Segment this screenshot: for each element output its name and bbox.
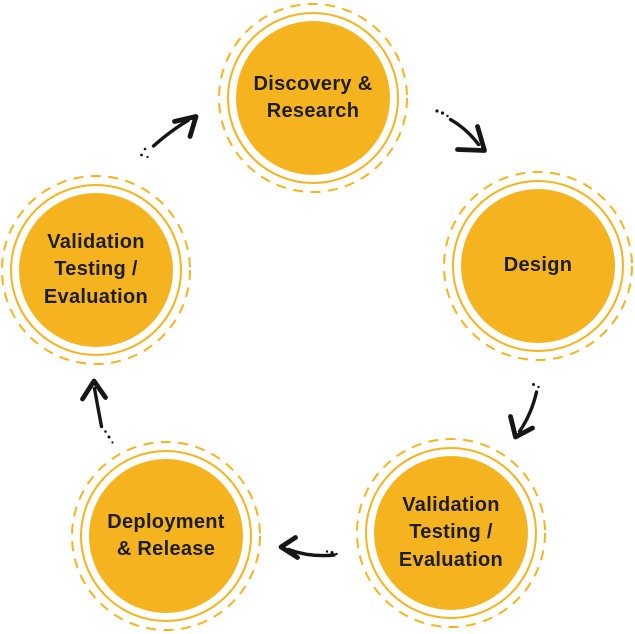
step-label: Validation Testing / Evaluation [0, 174, 192, 366]
arrow-validation-to-discovery-icon [140, 114, 199, 159]
step-design: Design [442, 170, 634, 362]
step-validation-testing-b: Validation Testing / Evaluation [0, 174, 192, 366]
step-label: Design [442, 170, 634, 362]
step-label-line: Discovery & [253, 72, 373, 95]
arrow-validation-to-deployment-icon [278, 535, 338, 560]
step-label-line: Testing / [54, 258, 138, 281]
step-label-line: Evaluation [43, 285, 149, 308]
step-label-line: Deployment [107, 510, 225, 533]
circle-graphic [356, 438, 546, 628]
step-label-line: Testing / [409, 521, 493, 544]
step-discovery-research: Discovery & Research [217, 2, 409, 194]
step-label-line: Design [503, 254, 573, 277]
circle-graphic [71, 441, 261, 631]
arrow-design-to-validation-icon [508, 383, 540, 440]
step-label-line: & Release [116, 538, 216, 560]
step-validation-testing-a: Validation Testing / Evaluation [355, 437, 547, 629]
step-deployment-release: Deployment & Release [70, 440, 262, 632]
step-label: Discovery & Research [217, 2, 409, 194]
step-label: Validation Testing / Evaluation [355, 437, 547, 629]
step-label-line: Evaluation [398, 548, 504, 571]
step-label-line: Validation [402, 494, 500, 517]
step-label: Deployment & Release [70, 440, 262, 632]
step-label-line: Research [266, 100, 360, 122]
circle-graphic [218, 3, 408, 193]
circle-graphic [443, 171, 633, 361]
circle-graphic [1, 175, 191, 365]
step-label-line: Validation [47, 231, 145, 254]
arrow-deployment-to-validation-icon [80, 378, 114, 444]
arrow-discovery-to-design-icon [435, 109, 487, 153]
